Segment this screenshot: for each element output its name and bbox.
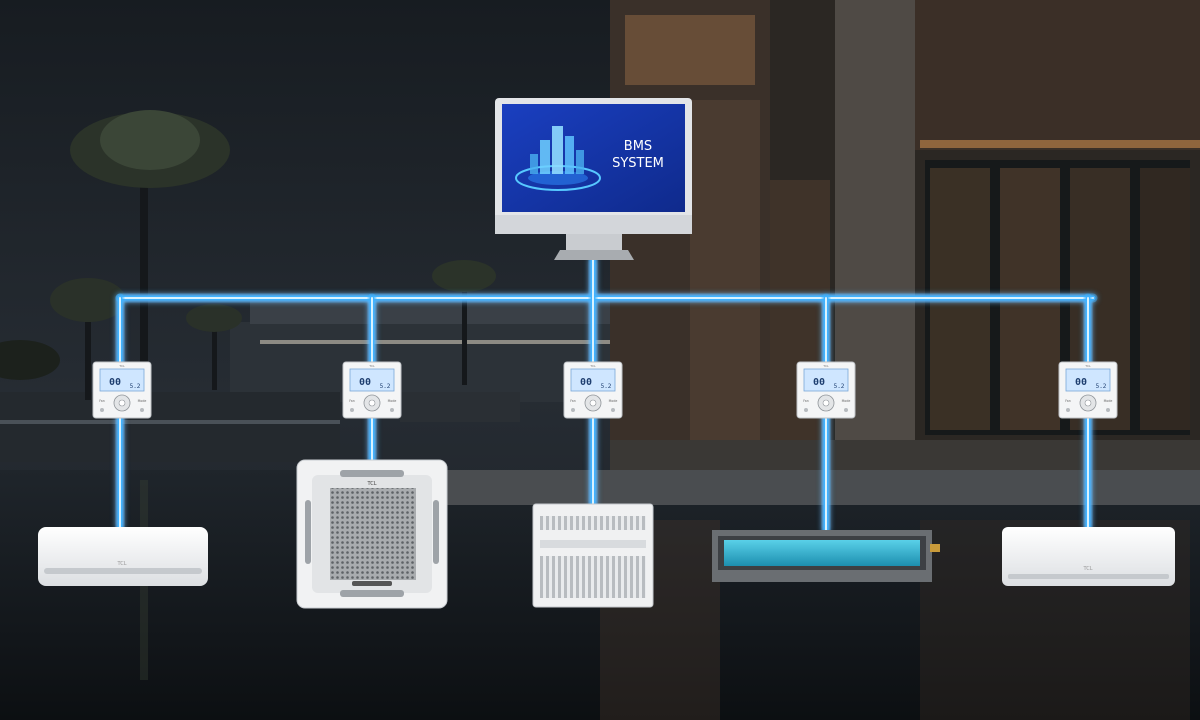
city-hologram-icon — [515, 126, 601, 191]
controller-button — [350, 408, 354, 412]
controller-fan-label: Fan — [570, 399, 576, 403]
controller-dial-center — [822, 399, 830, 407]
monitor-line2: SYSTEM — [612, 156, 664, 171]
controller-lcd — [803, 368, 849, 392]
controller-button — [611, 408, 615, 412]
controller-mode-label: Mode — [1104, 399, 1113, 403]
unit-brand-label: TCL — [116, 561, 126, 567]
controller-fan-label: Fan — [803, 399, 809, 403]
terrace-deck — [420, 470, 1200, 505]
controller-brand: TCL — [368, 364, 375, 368]
controller-lcd-digits: 00 — [109, 377, 121, 388]
controller-button — [100, 408, 104, 412]
cassette-unit: TCL — [296, 459, 448, 609]
controller-brand: TCL — [118, 364, 125, 368]
controller-button — [140, 408, 144, 412]
floor-console-unit — [532, 503, 654, 608]
ducted-unit — [712, 530, 940, 582]
controller-dial-center — [1084, 399, 1092, 407]
controller-lcd-small: 5.2 — [601, 383, 612, 390]
unit2-brand-label: TCL — [1082, 566, 1092, 572]
palm-trees — [0, 110, 496, 400]
controller-lcd-small: 5.2 — [834, 383, 845, 390]
controller-button — [1106, 408, 1110, 412]
controller-lcd — [570, 368, 616, 392]
controller-button — [844, 408, 848, 412]
controller-fan-label: Fan — [1065, 399, 1071, 403]
controller-lcd-digits: 00 — [359, 377, 371, 388]
controller-dial-center — [589, 399, 597, 407]
controller-mode-label: Mode — [842, 399, 851, 403]
controller-dial-center — [118, 399, 126, 407]
controller-brand: TCL — [822, 364, 829, 368]
controller-fan-label: Fan — [99, 399, 105, 403]
monitor-line1: BMS — [624, 139, 652, 154]
hotel-building — [610, 0, 1200, 470]
controller-mode-label: Mode — [138, 399, 147, 403]
controller-button — [804, 408, 808, 412]
controller-mode-label: Mode — [609, 399, 618, 403]
controller-brand: TCL — [1084, 364, 1091, 368]
controller-lcd-small: 5.2 — [380, 383, 391, 390]
controller-lcd-digits: 00 — [1075, 377, 1087, 388]
controller-lcd — [349, 368, 395, 392]
controller-button — [1066, 408, 1070, 412]
controller-mode-label: Mode — [388, 399, 397, 403]
bms-monitor: BMS SYSTEM — [495, 98, 692, 260]
controller-lcd-digits: 00 — [813, 377, 825, 388]
controller-brand: TCL — [589, 364, 596, 368]
controller-lcd-digits: 00 — [580, 377, 592, 388]
cassette-brand-label: TCL — [366, 481, 376, 487]
controller-fan-label: Fan — [349, 399, 355, 403]
controller-button — [571, 408, 575, 412]
controller-dial-center — [368, 399, 376, 407]
wall-mounted-unit-1: TCL — [38, 527, 208, 586]
controller-button — [390, 408, 394, 412]
wall-mounted-unit-2: TCL — [1002, 527, 1175, 586]
controller-lcd — [1065, 368, 1111, 392]
controller-lcd — [99, 368, 145, 392]
controller-lcd-small: 5.2 — [1096, 383, 1107, 390]
controller-lcd-small: 5.2 — [130, 383, 141, 390]
